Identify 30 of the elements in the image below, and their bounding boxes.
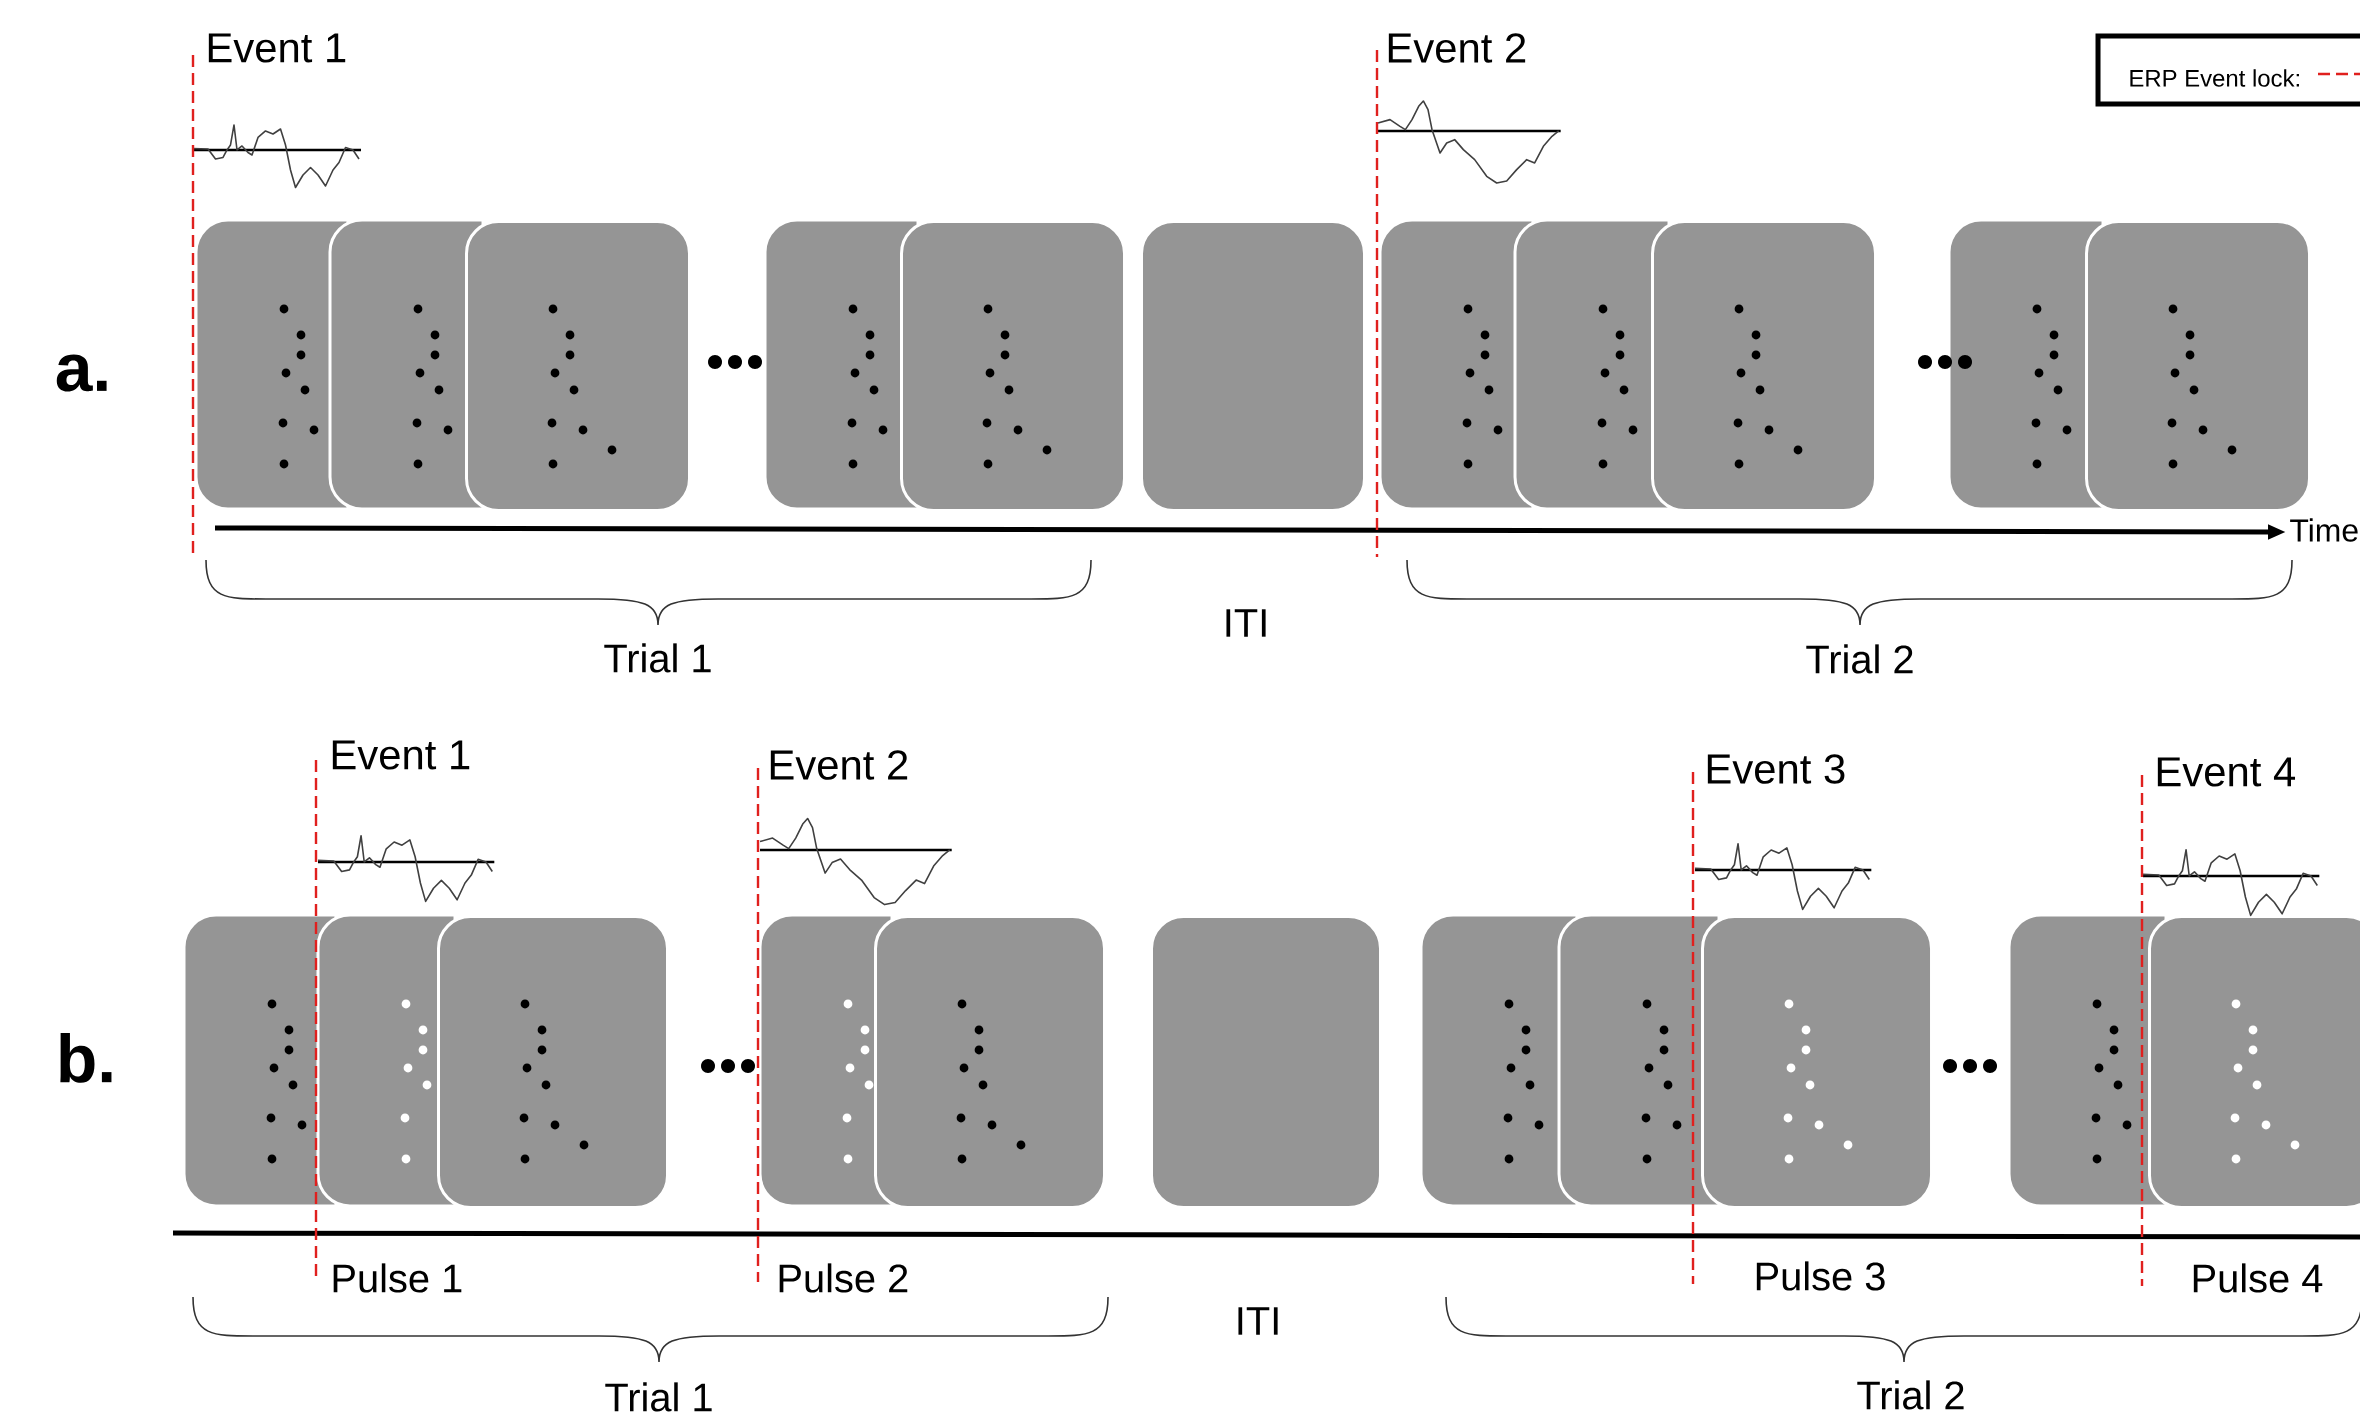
text-label: Time xyxy=(2290,518,2358,542)
text-label: Event 2 xyxy=(1388,33,1526,63)
blank-screen xyxy=(1150,915,1382,1209)
stimulus-screen xyxy=(437,915,669,1209)
text-label: Event 4 xyxy=(2157,757,2295,787)
stimulus-screen xyxy=(1651,220,1877,512)
text-label: Event 3 xyxy=(1707,754,1845,784)
text-label: Trial 2 xyxy=(1806,644,1913,674)
text-label: Trial 1 xyxy=(604,643,711,673)
text-label: Event 1 xyxy=(332,740,470,770)
legend-text: ERP Event lock: xyxy=(2130,69,2299,87)
text-label: Trial 1 xyxy=(605,1382,712,1412)
text-label: Event 1 xyxy=(208,33,346,63)
text-label: Pulse 1 xyxy=(333,1263,462,1293)
blank-screen xyxy=(1140,220,1366,512)
text-label: Event 2 xyxy=(770,750,908,780)
stimulus-screen xyxy=(874,915,1106,1209)
stimulus-screen xyxy=(2148,915,2360,1209)
text-label: ITI xyxy=(1226,609,1266,637)
stimulus-screen xyxy=(465,220,691,512)
stimulus-screen xyxy=(2085,220,2311,512)
text-label: Pulse 4 xyxy=(2193,1263,2323,1293)
text-label: Trial 2 xyxy=(1857,1380,1964,1410)
text-label: ITI xyxy=(1238,1307,1278,1335)
stimulus-screen xyxy=(900,220,1126,512)
text-label: Pulse 2 xyxy=(779,1263,908,1293)
panel-letter: b. xyxy=(60,1033,112,1083)
text-label: Pulse 3 xyxy=(1756,1261,1885,1291)
panel-letter: a. xyxy=(56,354,107,392)
stimulus-screen xyxy=(1701,915,1933,1209)
